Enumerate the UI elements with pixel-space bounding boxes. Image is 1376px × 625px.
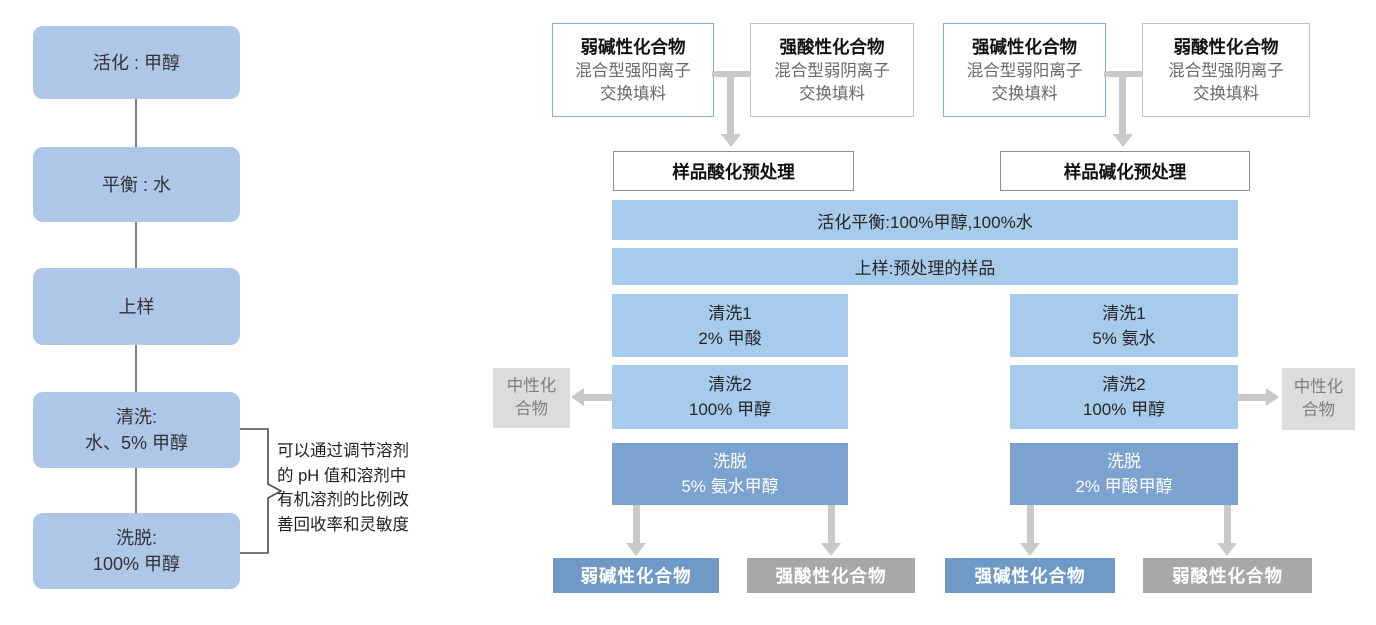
wash1-left-line2: 2% 甲酸 xyxy=(698,328,762,348)
left-step-load: 上样 xyxy=(33,268,240,345)
neutral-left-line1: 中性化 xyxy=(506,377,557,395)
output-arrow-shaft-2 xyxy=(828,505,835,543)
wash2-right-line2: 100% 甲醇 xyxy=(1082,400,1166,419)
neutral-right-line1: 中性化 xyxy=(1293,378,1344,396)
bar-activation-equilibration-label: 活化平衡:100%甲醇,100%水 xyxy=(817,212,1033,232)
packing-box-weak-acid: 弱酸性化合物 混合型强阴离子 交换填料 xyxy=(1142,23,1310,117)
bar-activation-equilibration: 活化平衡:100%甲醇,100%水 xyxy=(612,200,1238,240)
elution-right-box: 洗脱 2% 甲酸甲醇 xyxy=(1010,443,1238,505)
output-strong-base-label: 强碱性化合物 xyxy=(974,566,1086,586)
left-connector-4 xyxy=(135,468,137,513)
elution-left-line2: 5% 氨水甲醇 xyxy=(681,477,779,496)
output-arrow-shaft-1 xyxy=(633,505,640,543)
left-connector-3 xyxy=(135,345,137,392)
down-arrow-icon xyxy=(1113,134,1133,147)
wash1-right-line2: 5% 氨水 xyxy=(1092,328,1156,348)
left-step-wash-line2: 水、5% 甲醇 xyxy=(84,433,189,453)
packing-box-strong-base-sub1: 混合型弱阳离子 xyxy=(966,61,1083,80)
output-strong-acid-box: 强酸性化合物 xyxy=(747,558,915,593)
left-arrow-icon xyxy=(571,388,584,406)
neutral-left-line2: 合物 xyxy=(515,400,548,418)
elution-left-line1: 洗脱 xyxy=(713,452,747,471)
wash2-left-line1: 清洗2 xyxy=(708,375,752,394)
output-weak-base-label: 弱碱性化合物 xyxy=(580,566,692,586)
left-step-elution-line1: 洗脱: xyxy=(115,528,157,548)
left-step-equilibration-label: 平衡 : 水 xyxy=(101,174,171,195)
elution-left-box: 洗脱 5% 氨水甲醇 xyxy=(612,443,848,505)
pretreatment-basify-box: 样品碱化预处理 xyxy=(1000,151,1250,191)
output-weak-base-box: 弱碱性化合物 xyxy=(553,558,719,593)
down-arrow-icon xyxy=(1217,543,1237,556)
down-arrow-shaft-left xyxy=(727,71,734,134)
output-weak-acid-box: 弱酸性化合物 xyxy=(1143,558,1312,593)
down-arrow-shaft-right xyxy=(1119,71,1126,134)
neutral-compound-right-box: 中性化 合物 xyxy=(1282,368,1355,430)
pretreatment-basify-label: 样品碱化预处理 xyxy=(1063,161,1187,182)
wash1-right-box: 清洗1 5% 氨水 xyxy=(1010,294,1238,357)
wash1-right-line1: 清洗1 xyxy=(1102,303,1146,323)
left-step-elution: 洗脱: 100% 甲醇 xyxy=(33,513,240,589)
right-arrow-shaft xyxy=(1238,394,1266,401)
output-strong-acid-label: 强酸性化合物 xyxy=(775,566,887,586)
down-arrow-icon xyxy=(721,134,741,147)
brace-icon xyxy=(240,428,283,554)
packing-box-strong-base-sub2: 交换填料 xyxy=(991,84,1058,103)
elution-right-line2: 2% 甲酸甲醇 xyxy=(1075,477,1173,496)
right-arrow-icon xyxy=(1266,388,1279,406)
down-arrow-icon xyxy=(1020,543,1040,556)
annotation-line-2: 的 pH 值和溶剂中 xyxy=(277,466,407,485)
left-step-wash: 清洗: 水、5% 甲醇 xyxy=(33,392,240,468)
left-step-activation: 活化 : 甲醇 xyxy=(33,26,240,99)
left-connector-2 xyxy=(135,222,137,268)
pretreatment-acidify-label: 样品酸化预处理 xyxy=(672,161,795,182)
output-arrow-shaft-3 xyxy=(1027,505,1034,543)
packing-box-strong-acid: 强酸性化合物 混合型弱阴离子 交换填料 xyxy=(750,23,914,117)
wash2-right-box: 清洗2 100% 甲醇 xyxy=(1010,365,1238,429)
packing-box-weak-acid-title: 弱酸性化合物 xyxy=(1173,36,1279,57)
output-arrow-shaft-4 xyxy=(1224,505,1231,543)
annotation-line-3: 有机溶剂的比例改 xyxy=(277,491,409,509)
neutral-compound-left-box: 中性化 合物 xyxy=(493,368,570,428)
annotation-line-4: 善回收率和灵敏度 xyxy=(277,515,409,534)
left-step-activation-label: 活化 : 甲醇 xyxy=(92,52,180,73)
left-connector-1 xyxy=(135,99,137,147)
packing-box-weak-base-sub2: 交换填料 xyxy=(600,84,666,103)
left-step-elution-line2: 100% 甲醇 xyxy=(92,554,181,574)
wash1-left-box: 清洗1 2% 甲酸 xyxy=(612,294,848,357)
down-arrow-icon xyxy=(626,543,646,556)
packing-box-weak-base-sub1: 混合型强阳离子 xyxy=(575,61,691,80)
wash2-left-line2: 100% 甲醇 xyxy=(688,400,772,419)
packing-box-strong-base-title: 强碱性化合物 xyxy=(972,36,1077,57)
packing-box-weak-base: 弱碱性化合物 混合型强阳离子 交换填料 xyxy=(552,23,714,117)
neutral-right-line2: 合物 xyxy=(1302,401,1335,419)
annotation-line-1: 可以通过调节溶剂 xyxy=(277,442,409,460)
packing-box-strong-base: 强碱性化合物 混合型弱阳离子 交换填料 xyxy=(943,23,1106,117)
wash1-left-line1: 清洗1 xyxy=(708,303,752,323)
bar-sample-loading: 上样:预处理的样品 xyxy=(612,248,1238,285)
wash2-right-line1: 清洗2 xyxy=(1102,375,1146,394)
bar-sample-loading-label: 上样:预处理的样品 xyxy=(854,259,996,278)
packing-box-strong-acid-sub2: 交换填料 xyxy=(799,84,865,103)
elution-right-line1: 洗脱 xyxy=(1107,452,1141,471)
wash2-left-box: 清洗2 100% 甲醇 xyxy=(612,365,848,429)
left-step-equilibration: 平衡 : 水 xyxy=(33,147,240,222)
annotation-note: 可以通过调节溶剂 的 pH 值和溶剂中 有机溶剂的比例改 善回收率和灵敏度 xyxy=(277,439,409,537)
packing-box-weak-acid-sub2: 交换填料 xyxy=(1193,84,1259,103)
down-arrow-icon xyxy=(821,543,841,556)
pretreatment-acidify-box: 样品酸化预处理 xyxy=(613,151,854,191)
left-step-load-label: 上样 xyxy=(118,296,155,317)
output-strong-base-box: 强碱性化合物 xyxy=(945,558,1115,593)
packing-box-weak-acid-sub1: 混合型强阴离子 xyxy=(1168,61,1284,80)
packing-box-weak-base-title: 弱碱性化合物 xyxy=(580,36,686,57)
packing-box-strong-acid-sub1: 混合型弱阴离子 xyxy=(774,61,890,80)
output-weak-acid-label: 弱酸性化合物 xyxy=(1172,566,1283,586)
packing-box-strong-acid-title: 强酸性化合物 xyxy=(779,36,885,57)
left-step-wash-line1: 清洗: xyxy=(115,407,157,427)
left-arrow-shaft xyxy=(584,394,612,401)
